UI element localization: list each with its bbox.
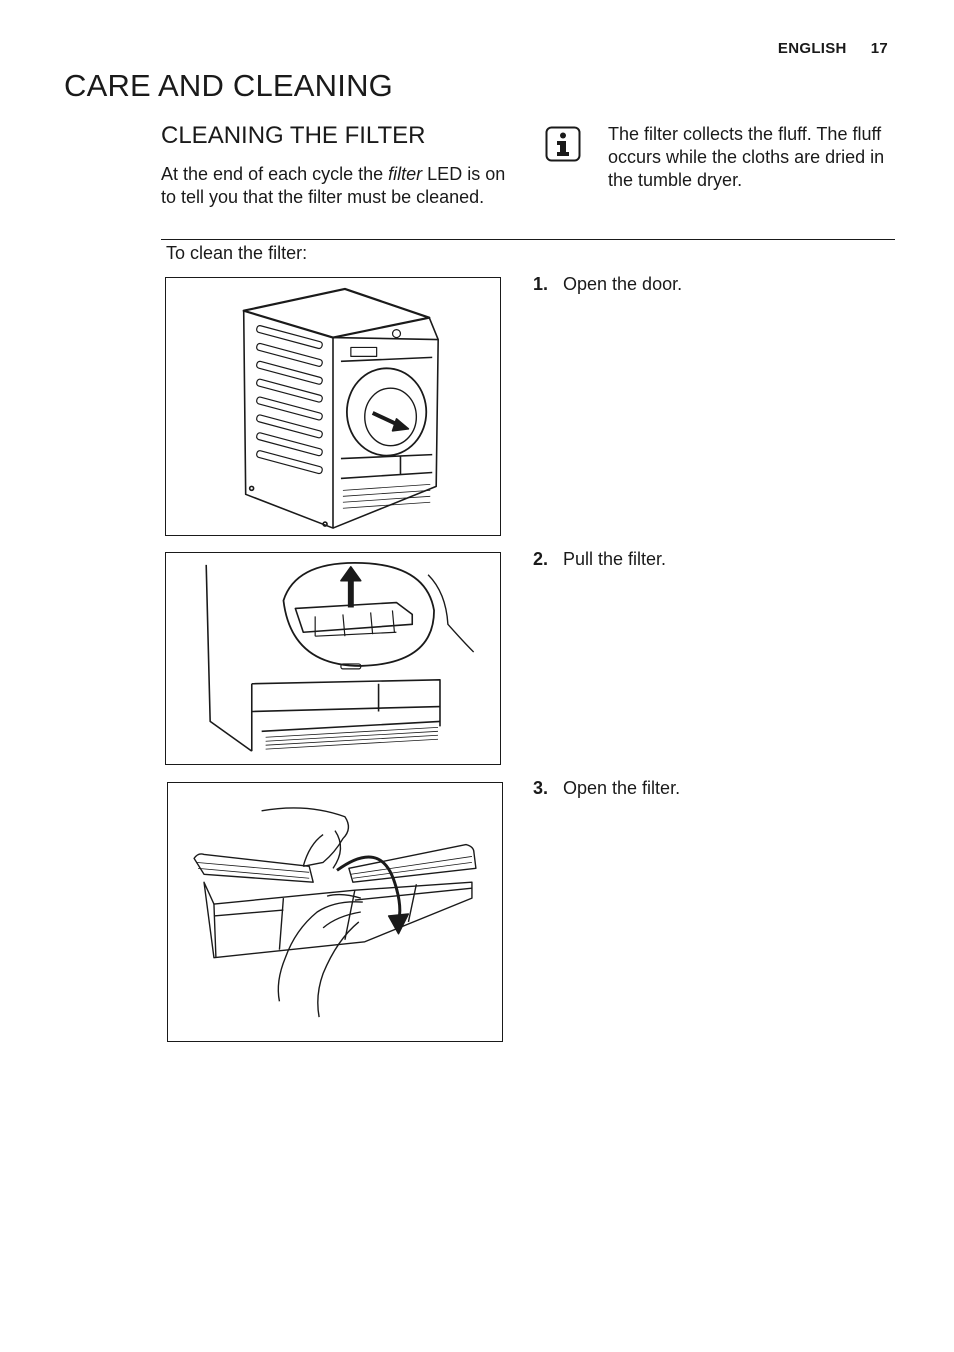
page-header: ENGLISH 17 <box>778 40 888 57</box>
open-filter-illustration <box>167 782 503 1042</box>
info-note-text: The filter collects the fluff. The fluff… <box>608 124 885 190</box>
step-3: 3.Open the filter. <box>533 778 681 798</box>
procedure-intro: To clean the filter: <box>166 243 308 263</box>
info-icon <box>545 126 581 162</box>
header-page-number: 17 <box>870 40 888 57</box>
section-divider <box>161 239 895 240</box>
subsection-title: CLEANING THE FILTER <box>161 122 426 149</box>
header-language: ENGLISH <box>777 40 847 57</box>
pull-filter-illustration <box>165 552 501 765</box>
intro-paragraph: At the end of each cycle the filter LED … <box>161 164 506 207</box>
section-title: CARE AND CLEANING <box>64 68 393 103</box>
dryer-open-door-illustration <box>165 277 501 536</box>
step-1: 1.Open the door. <box>533 274 683 294</box>
step-2: 2.Pull the filter. <box>533 549 667 569</box>
